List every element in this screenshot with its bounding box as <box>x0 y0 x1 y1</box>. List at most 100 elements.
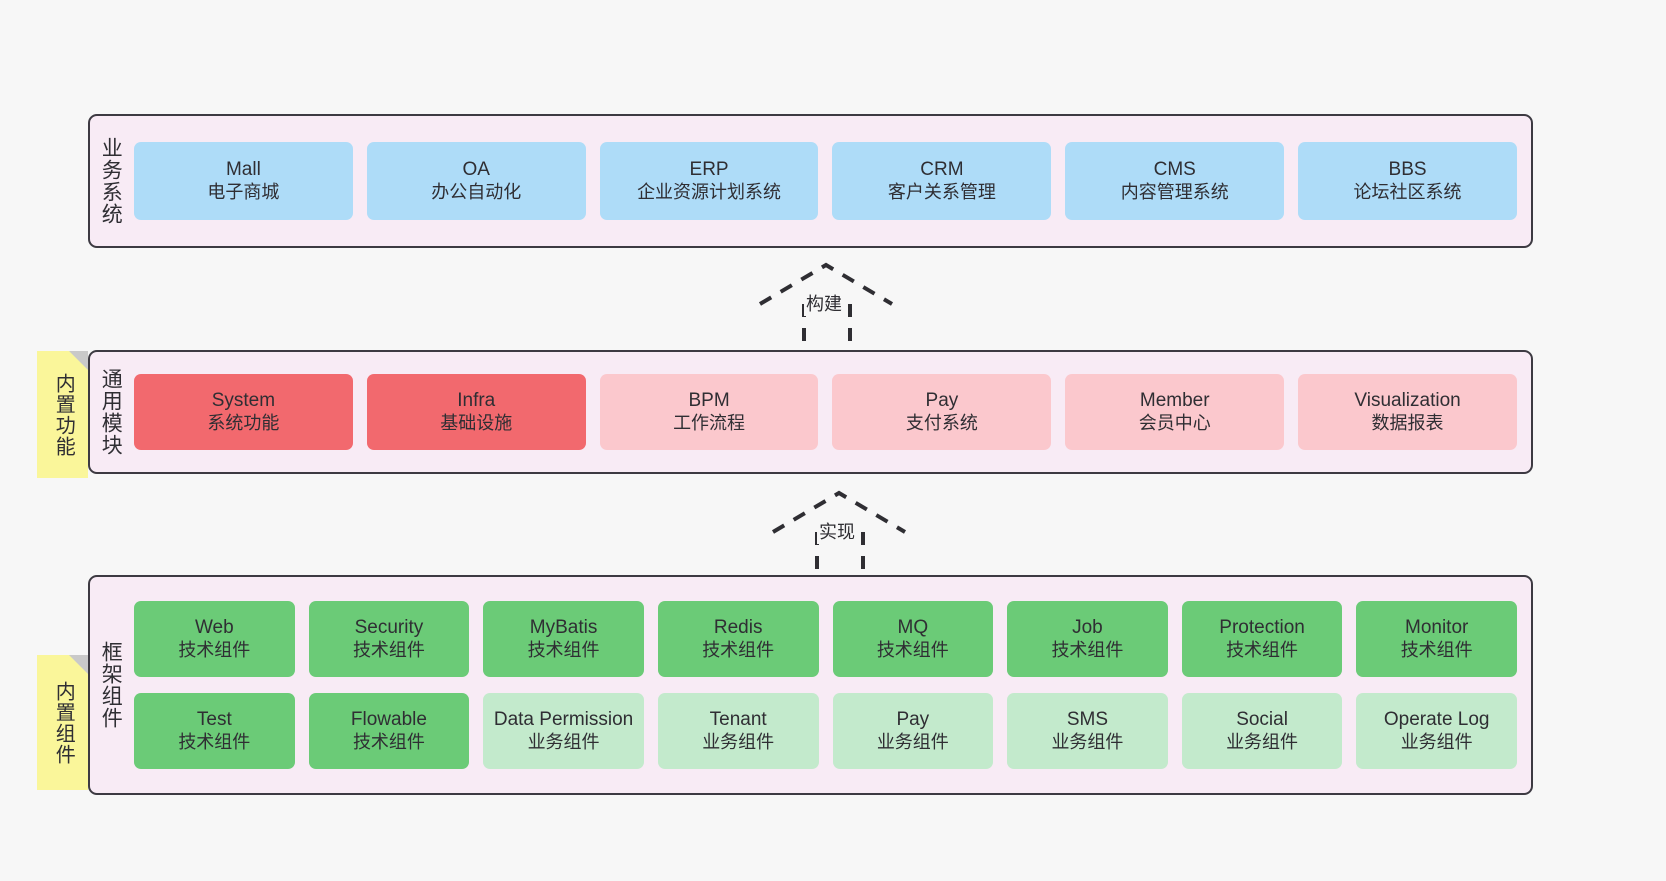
module-card-desc: 客户关系管理 <box>887 181 996 202</box>
module-card-desc: 技术组件 <box>527 639 600 660</box>
module-card-name: CMS <box>1153 159 1196 181</box>
note-builtin-features-label: 内置功能 <box>52 372 75 457</box>
module-card-desc: 技术组件 <box>352 639 425 660</box>
module-card-name: Member <box>1139 390 1210 412</box>
module-card-desc: 论坛社区系统 <box>1353 181 1462 202</box>
module-card-name: ERP <box>689 159 729 181</box>
module-card-desc: 工作流程 <box>673 412 746 433</box>
module-card-desc: 业务组件 <box>702 731 775 752</box>
module-card-desc: 支付系统 <box>905 412 978 433</box>
module-card-name: SMS <box>1066 709 1109 731</box>
module-card-name: Operate Log <box>1383 709 1490 731</box>
module-card-name: Social <box>1236 709 1288 731</box>
module-card-name: Infra <box>457 390 496 412</box>
connector-build-label: 构建 <box>804 290 844 316</box>
module-card-name: Security <box>354 617 424 639</box>
module-card-name: BBS <box>1388 159 1427 181</box>
module-card-desc: 技术组件 <box>1226 639 1299 660</box>
module-card-name: Test <box>196 709 232 731</box>
note-fold-corner-icon <box>69 351 88 370</box>
module-card-name: Pay <box>896 709 930 731</box>
layer-business-title: 业务系统 <box>99 137 123 225</box>
module-card-desc: 数据报表 <box>1371 412 1444 433</box>
module-card-desc: 技术组件 <box>352 731 425 752</box>
module-card-name: BPM <box>688 390 730 412</box>
module-card-desc: 业务组件 <box>1400 731 1473 752</box>
module-card-name: OA <box>462 159 490 181</box>
module-card-name: System <box>211 390 276 412</box>
note-builtin-components: 内置组件 <box>37 655 88 790</box>
module-card-desc: 会员中心 <box>1138 412 1211 433</box>
connector-implement-label: 实现 <box>817 518 857 544</box>
module-card-name: MQ <box>897 617 929 639</box>
generalization-triangle-icon <box>771 490 907 534</box>
module-card-desc: 业务组件 <box>1051 731 1124 752</box>
module-card-name: Web <box>194 617 234 639</box>
module-card-desc: 业务组件 <box>1226 731 1299 752</box>
module-card-name: Protection <box>1219 617 1305 639</box>
connector-build: 构建 <box>758 262 898 342</box>
module-card-desc: 基础设施 <box>440 412 513 433</box>
layer-framework-title: 框架组件 <box>99 641 123 729</box>
note-builtin-features: 内置功能 <box>37 351 88 478</box>
module-card-name: Job <box>1072 617 1103 639</box>
module-card-name: CRM <box>920 159 964 181</box>
module-card-desc: 系统功能 <box>207 412 280 433</box>
module-card-name: Data Permission <box>493 709 634 731</box>
module-card-desc: 企业资源计划系统 <box>637 181 782 202</box>
module-card-desc: 技术组件 <box>702 639 775 660</box>
module-card-desc: 技术组件 <box>1400 639 1473 660</box>
generalization-triangle-icon <box>758 262 894 306</box>
connector-implement: 实现 <box>771 490 911 570</box>
module-card-desc: 技术组件 <box>178 731 251 752</box>
module-card-name: Mall <box>225 159 261 181</box>
module-card-name: Redis <box>713 617 763 639</box>
layer-common-title: 通用模块 <box>99 368 123 456</box>
module-card-name: Pay <box>925 390 959 412</box>
note-fold-corner-icon <box>69 655 88 674</box>
module-card-name: Visualization <box>1354 390 1461 412</box>
module-card-desc: 内容管理系统 <box>1120 181 1229 202</box>
module-card-desc: 业务组件 <box>527 731 600 752</box>
module-card-desc: 电子商城 <box>207 181 280 202</box>
module-card-desc: 技术组件 <box>1051 639 1124 660</box>
